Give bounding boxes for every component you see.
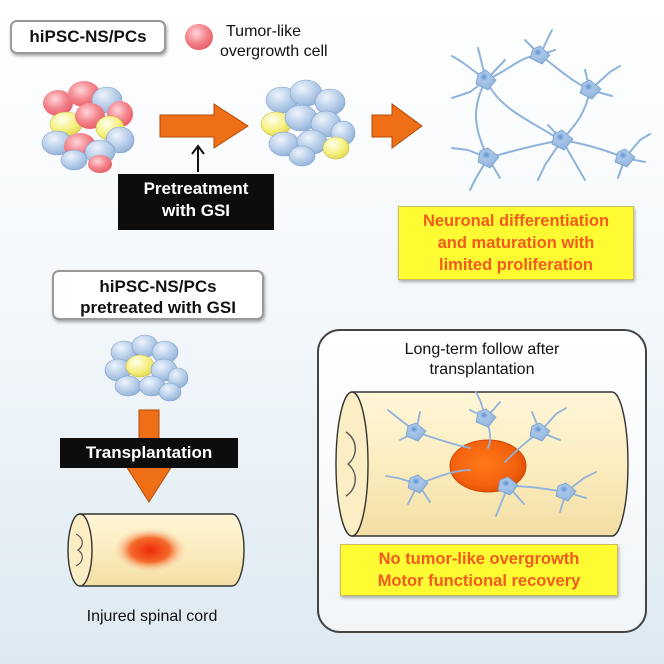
arrow-to-neurons xyxy=(371,103,423,149)
top-cell-label: hiPSC-NS/PCs xyxy=(10,20,166,54)
legend-overgrowth-text: overgrowth cell xyxy=(220,43,328,60)
neuron-network-top xyxy=(451,29,651,191)
followup-line2: transplantation xyxy=(429,361,535,378)
cell-cluster-with-tumor xyxy=(41,81,135,173)
gsi-pretreated-label: hiPSC-NS/PCs pretreated with GSI xyxy=(52,270,264,320)
transplantation-box: Transplantation xyxy=(60,438,238,468)
cell-cluster-pretreated xyxy=(260,79,356,167)
pretreatment-line2: with GSI xyxy=(162,201,230,220)
legend-tumor-text: Tumor-like xyxy=(226,23,301,40)
outcome-line1: No tumor-like overgrowth xyxy=(378,550,580,568)
pretreatment-box: Pretreatment with GSI xyxy=(118,174,274,230)
followup-line1: Long-term follow after xyxy=(404,341,560,358)
pretreatment-up-arrow xyxy=(191,144,205,172)
pretreatment-line1: Pretreatment xyxy=(143,179,249,198)
result-line2: and maturation with xyxy=(437,234,595,252)
result-line1: Neuronal differentiation xyxy=(422,212,610,230)
result-line3: limited proliferation xyxy=(438,256,593,274)
legend-tumor-cell xyxy=(185,24,213,50)
lesion xyxy=(114,528,186,572)
followup-title: Long-term follow after transplantation xyxy=(330,340,634,380)
outcome-line2: Motor functional recovery xyxy=(377,572,581,590)
neuron-bodies-panel xyxy=(405,408,577,502)
neuron-bodies-top xyxy=(475,45,636,169)
transplantation-text: Transplantation xyxy=(85,443,213,462)
injured-spinal-cord xyxy=(67,513,245,587)
gsi-label-line1: hiPSC-NS/PCs xyxy=(99,277,217,296)
cell-cluster-gsi-pretreated xyxy=(104,334,189,402)
outcome-box: No tumor-like overgrowth Motor functiona… xyxy=(340,544,618,596)
injured-cord-text: Injured spinal cord xyxy=(86,608,218,625)
result-box: Neuronal differentiation and maturation … xyxy=(398,206,634,280)
top-cell-label-text: hiPSC-NS/PCs xyxy=(29,27,147,46)
injured-cord-label: Injured spinal cord xyxy=(52,608,252,626)
arrow-to-pretreated xyxy=(159,103,249,149)
legend-text: Tumor-like overgrowth cell xyxy=(220,22,370,62)
gsi-label-line2: pretreated with GSI xyxy=(80,298,236,317)
transplant-arrow-head xyxy=(125,465,173,503)
